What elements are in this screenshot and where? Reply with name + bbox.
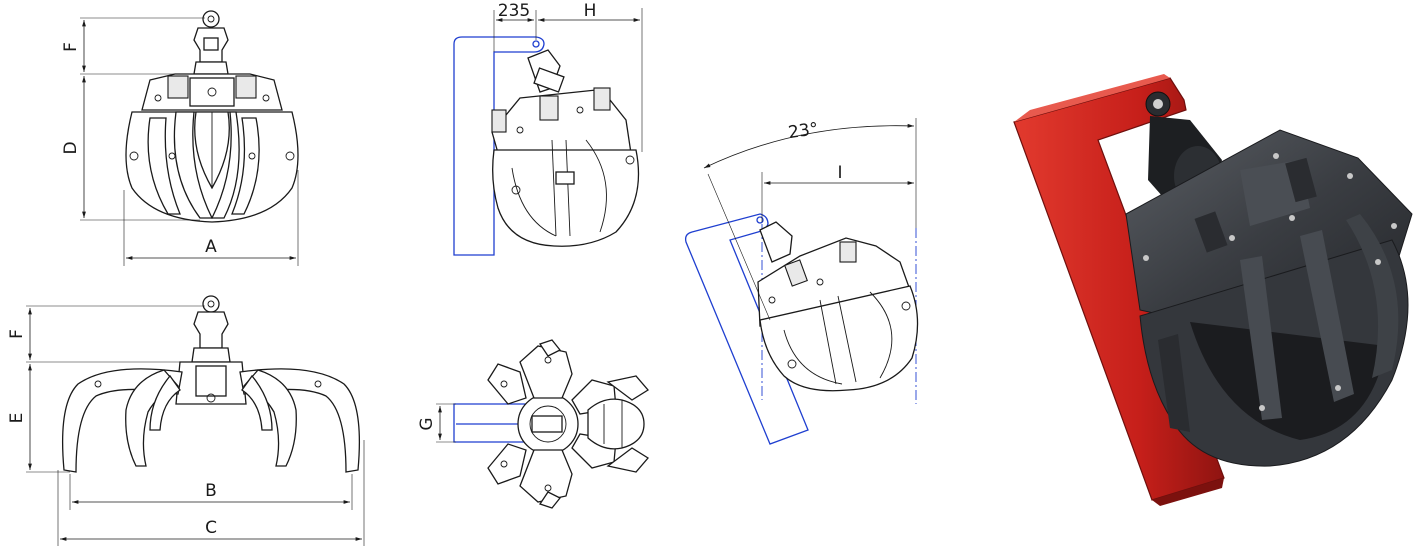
dim-label-f-top: F (61, 42, 81, 52)
front-open-view: F E B C (7, 295, 365, 546)
dim-label-235: 235 (498, 1, 530, 21)
tilted-view: 23° I (684, 118, 919, 445)
front-closed-view: F D A (61, 10, 299, 266)
dim-label-d: D (61, 141, 81, 154)
dim-label-h: H (584, 1, 597, 21)
dim-label-e: E (7, 413, 27, 424)
dim-label-f-bottom: F (7, 329, 27, 339)
side-view: 235 H (453, 1, 643, 256)
render-3d (1013, 74, 1413, 506)
top-view: G (417, 339, 649, 509)
dim-label-c: C (205, 518, 217, 538)
dim-label-angle: 23° (787, 119, 820, 143)
dim-label-b: B (205, 481, 217, 501)
dim-label-i: I (837, 163, 842, 183)
dim-label-g: G (417, 417, 437, 430)
dim-label-a: A (205, 237, 217, 257)
